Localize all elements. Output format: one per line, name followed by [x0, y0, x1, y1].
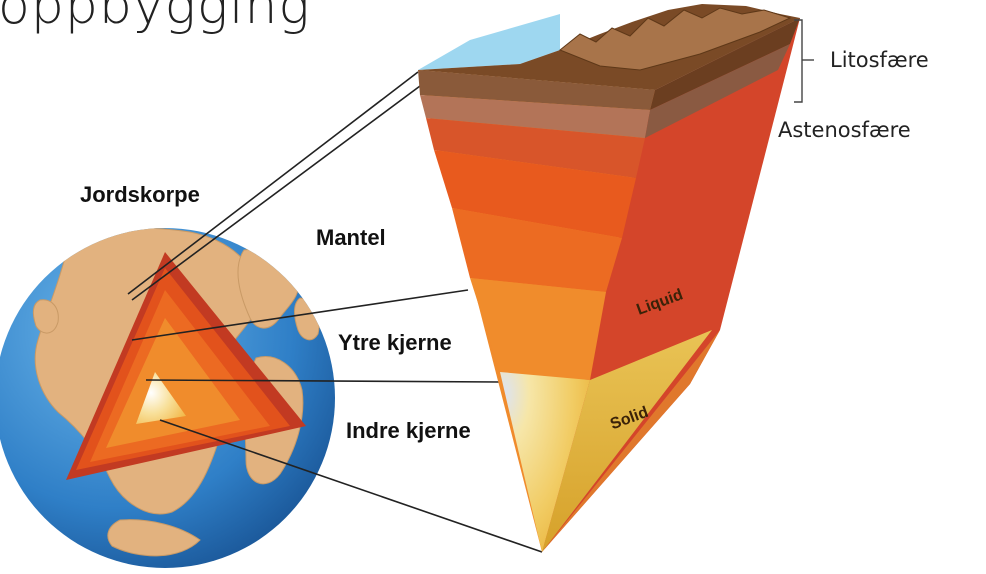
- label-outer-core: Ytre kjerne: [338, 330, 452, 355]
- wedge-right-lower: [542, 330, 720, 552]
- wedge-mountains: [559, 7, 792, 71]
- band-lower-mantle: [452, 208, 622, 292]
- inner-core-cut: [136, 372, 186, 424]
- wedge-bands: [418, 70, 655, 552]
- label-inner-core: Indre kjerne: [346, 418, 471, 443]
- globe: [0, 228, 335, 568]
- connector-crust-top: [127, 71, 419, 295]
- label-crust: Jordskorpe: [80, 182, 200, 207]
- wedge-solid-side: [542, 330, 712, 552]
- label-lithosphere: Litosfære: [830, 48, 929, 72]
- wedge-lithosphere-side: [650, 18, 800, 110]
- connector-crust-bottom: [131, 85, 421, 301]
- connector-inner-core: [159, 419, 543, 553]
- page-title: oppbygging: [0, 0, 311, 36]
- band-inner-core: [500, 372, 590, 552]
- band-upper-mantle: [426, 118, 645, 178]
- band-lithosphere: [418, 70, 655, 110]
- band-asthenosphere: [420, 95, 650, 138]
- lithosphere-bracket: [794, 19, 814, 103]
- earth-wedge: [418, 4, 800, 552]
- wedge-top-water: [418, 14, 560, 70]
- label-asthenosphere: Astenosfære: [778, 118, 911, 142]
- label-mantle: Mantel: [316, 225, 386, 250]
- connector-mantle: [131, 289, 469, 341]
- connector-lines: [127, 71, 543, 553]
- connector-outer-core: [145, 379, 501, 383]
- wedge-asthenosphere-side: [645, 44, 790, 138]
- band-outer-core: [470, 278, 606, 380]
- band-mantle: [434, 150, 636, 238]
